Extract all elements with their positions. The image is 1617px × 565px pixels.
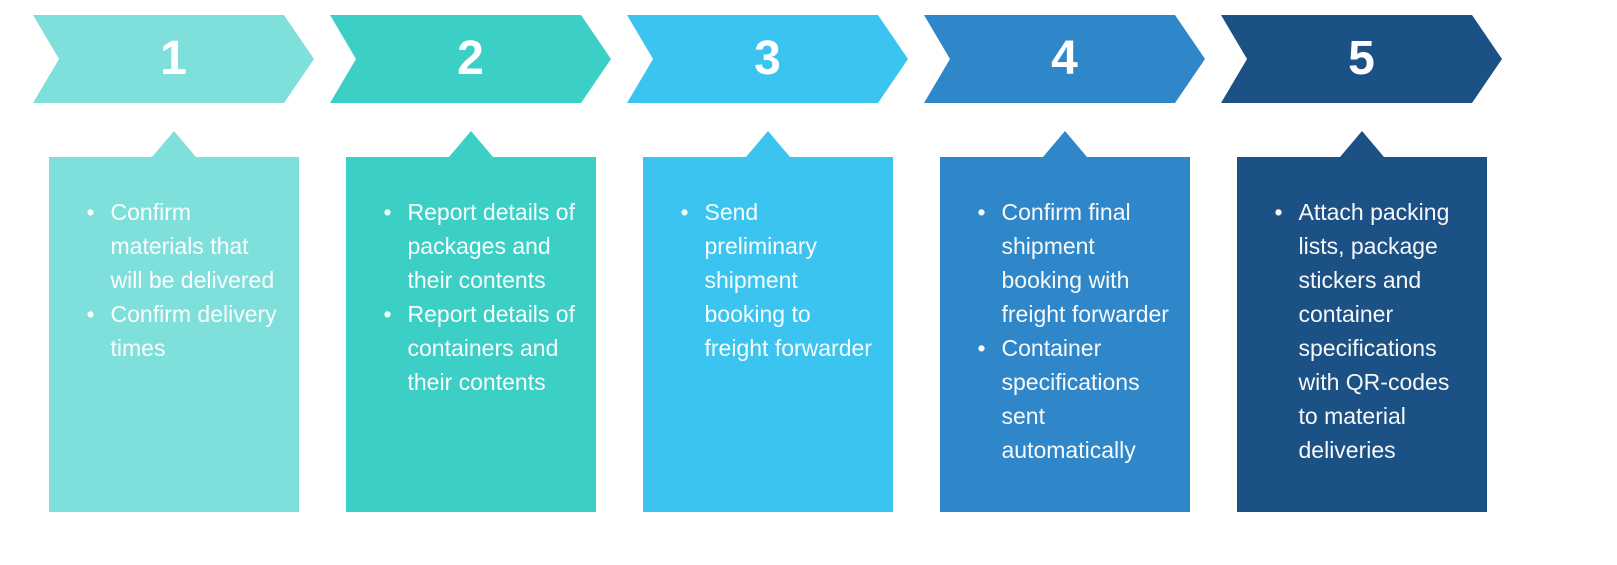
step-number: 3 [754, 32, 781, 85]
chevron-arrow-icon [33, 15, 314, 103]
callout-pointer [151, 131, 196, 157]
step-number: 1 [160, 32, 187, 85]
step-5-bullet-list: Attach packing lists, package stickers a… [1275, 195, 1471, 467]
callout-pointer [745, 131, 790, 157]
step-2-bullet-list: Report details of packages and their con… [384, 195, 580, 399]
callout-pointer [1042, 131, 1087, 157]
arrow-shape [1221, 15, 1502, 103]
step-5-arrow: 5 [1221, 15, 1502, 103]
step-5-box: Attach packing lists, package stickers a… [1236, 157, 1487, 512]
step-4-arrow: 4 [924, 15, 1205, 103]
step-3: 3 Send preliminary shipment booking to f… [627, 15, 908, 512]
arrow-shape [33, 15, 314, 103]
bullet-item: Confirm materials that will be delivered [87, 195, 283, 297]
chevron-arrow-icon [924, 15, 1205, 103]
chevron-arrow-icon [330, 15, 611, 103]
bullet-item: Confirm delivery times [87, 297, 283, 365]
step-3-box: Send preliminary shipment booking to fre… [642, 157, 893, 512]
chevron-arrow-icon [627, 15, 908, 103]
bullet-item: Report details of containers and their c… [384, 297, 580, 399]
bullet-item: Confirm final shipment booking with frei… [978, 195, 1174, 331]
steps-row: 1 Confirm materials that will be deliver… [0, 0, 1617, 512]
step-4: 4 Confirm final shipment booking with fr… [924, 15, 1205, 512]
step-number: 4 [1051, 32, 1078, 85]
step-2: 2 Report details of packages and their c… [330, 15, 611, 512]
step-2-arrow: 2 [330, 15, 611, 103]
step-number: 5 [1348, 32, 1375, 85]
step-5: 5 Attach packing lists, package stickers… [1221, 15, 1502, 512]
callout-pointer [1339, 131, 1384, 157]
step-2-box: Report details of packages and their con… [345, 157, 596, 512]
arrow-shape [924, 15, 1205, 103]
step-1-arrow: 1 [33, 15, 314, 103]
step-3-arrow: 3 [627, 15, 908, 103]
step-1-bullet-list: Confirm materials that will be delivered… [87, 195, 283, 365]
step-1-box: Confirm materials that will be delivered… [48, 157, 299, 512]
arrow-shape [330, 15, 611, 103]
bullet-item: Container specifications sent automatica… [978, 331, 1174, 467]
bullet-item: Attach packing lists, package stickers a… [1275, 195, 1471, 467]
step-number: 2 [457, 32, 484, 85]
callout-pointer [448, 131, 493, 157]
arrow-shape [627, 15, 908, 103]
step-4-box: Confirm final shipment booking with frei… [939, 157, 1190, 512]
bullet-item: Report details of packages and their con… [384, 195, 580, 297]
chevron-arrow-icon [1221, 15, 1502, 103]
step-3-bullet-list: Send preliminary shipment booking to fre… [681, 195, 877, 365]
step-1: 1 Confirm materials that will be deliver… [33, 15, 314, 512]
step-4-bullet-list: Confirm final shipment booking with frei… [978, 195, 1174, 467]
bullet-item: Send preliminary shipment booking to fre… [681, 195, 877, 365]
